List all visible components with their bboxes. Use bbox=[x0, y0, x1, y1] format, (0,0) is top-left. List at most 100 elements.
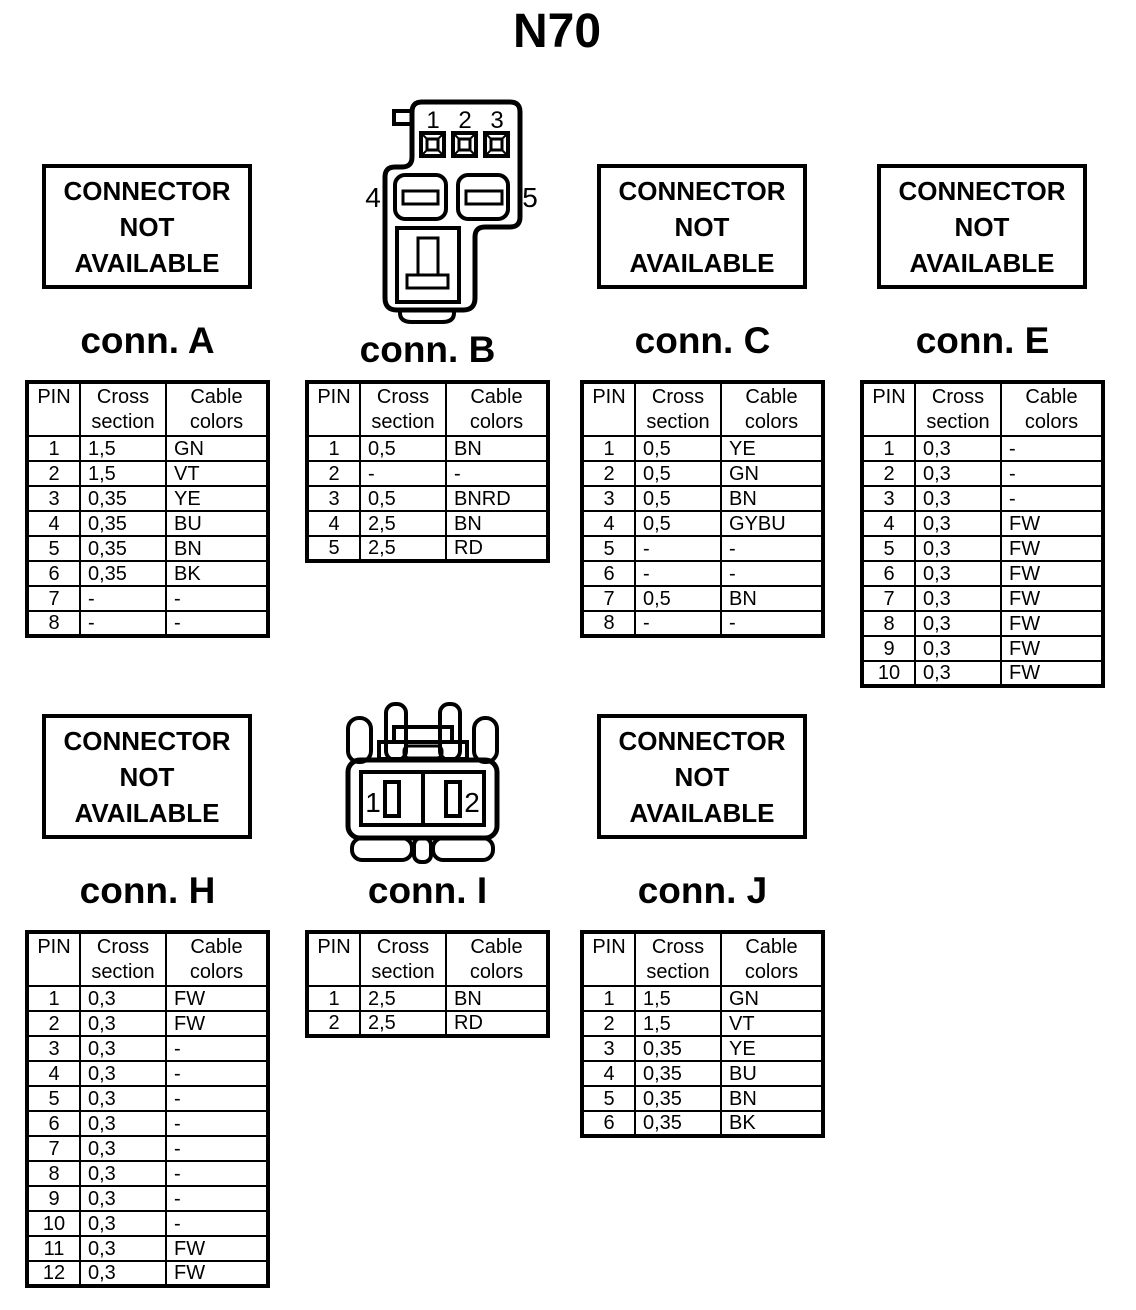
cross-section-cell: 0,35 bbox=[79, 510, 167, 537]
pin-cell: 1 bbox=[306, 435, 361, 462]
pin-cell: 8 bbox=[26, 610, 81, 637]
cross-section-cell: 0,3 bbox=[79, 1185, 167, 1212]
cable-color-cell: - bbox=[1000, 435, 1104, 462]
cross-section-cell: 1,5 bbox=[79, 460, 167, 487]
na-line-1: CONNECTOR bbox=[898, 175, 1066, 206]
cable-color-cell: FW bbox=[1000, 510, 1104, 537]
cross-section-cell: 0,3 bbox=[79, 1160, 167, 1187]
cable-color-cell: VT bbox=[165, 460, 269, 487]
pin-cell: 5 bbox=[581, 535, 636, 562]
pin-cell: 7 bbox=[861, 585, 916, 612]
cable-color-cell: - bbox=[165, 1035, 269, 1062]
cross-section-cell: 0,3 bbox=[914, 460, 1002, 487]
connector-i-diagram: 1 2 bbox=[345, 702, 500, 864]
cross-section-cell: 0,35 bbox=[79, 560, 167, 587]
pin-cell: 4 bbox=[26, 1060, 81, 1087]
cable-color-cell: YE bbox=[720, 1035, 824, 1062]
cross-section-cell: - bbox=[634, 535, 722, 562]
pin-row: 8-- bbox=[581, 610, 824, 637]
cable-color-cell: FW bbox=[1000, 635, 1104, 662]
cross-section-cell: 1,5 bbox=[634, 1010, 722, 1037]
cable-color-cell: FW bbox=[1000, 660, 1104, 687]
cable-color-cell: - bbox=[165, 1060, 269, 1087]
pin-cell: 1 bbox=[26, 435, 81, 462]
cross-section-cell: 0,5 bbox=[359, 435, 447, 462]
cross-section-cell: 0,3 bbox=[914, 585, 1002, 612]
not-available-box: CONNECTOR NOT AVAILABLE bbox=[42, 164, 252, 289]
cable-color-cell: - bbox=[165, 1085, 269, 1112]
na-line-1: CONNECTOR bbox=[618, 725, 786, 756]
cross-section-cell: 0,35 bbox=[634, 1110, 722, 1137]
na-line-2: NOT bbox=[119, 761, 175, 792]
cable-color-cell: - bbox=[165, 1210, 269, 1237]
cable-color-cell: FW bbox=[165, 1235, 269, 1262]
cross-section-cell: 0,3 bbox=[79, 1260, 167, 1287]
pin-cell: 1 bbox=[581, 985, 636, 1012]
pin-cell: 5 bbox=[26, 1085, 81, 1112]
na-line-2: NOT bbox=[119, 211, 175, 242]
pin-2-cavity bbox=[451, 131, 478, 158]
cross-section-cell: 0,5 bbox=[359, 485, 447, 512]
cable-color-cell: FW bbox=[165, 1010, 269, 1037]
na-line-2: NOT bbox=[674, 761, 730, 792]
cable-color-cell: - bbox=[1000, 485, 1104, 512]
na-line-2: NOT bbox=[674, 211, 730, 242]
not-available-box: CONNECTOR NOT AVAILABLE bbox=[877, 164, 1087, 289]
cross-section-cell: 0,3 bbox=[79, 1060, 167, 1087]
header-pin: PIN bbox=[26, 931, 81, 987]
pin-cell: 8 bbox=[581, 610, 636, 637]
pin-cell: 11 bbox=[26, 1235, 81, 1262]
cross-section-cell: 0,3 bbox=[914, 560, 1002, 587]
cable-color-cell: BK bbox=[165, 560, 269, 587]
pin-cell: 6 bbox=[26, 1110, 81, 1137]
pin-cell: 6 bbox=[861, 560, 916, 587]
pin-cell: 6 bbox=[26, 560, 81, 587]
cross-section-cell: 0,3 bbox=[914, 660, 1002, 687]
cross-section-cell: - bbox=[359, 460, 447, 487]
cross-section-cell: 0,3 bbox=[79, 985, 167, 1012]
connector-b-diagram: 1 2 3 4 5 bbox=[365, 99, 538, 324]
connector-b-bottom-tab bbox=[398, 311, 456, 324]
cable-color-cell: FW bbox=[165, 985, 269, 1012]
pin-cell: 8 bbox=[26, 1160, 81, 1187]
connector-label-b: conn. B bbox=[359, 329, 496, 370]
pin-cell: 3 bbox=[581, 485, 636, 512]
na-line-3: AVAILABLE bbox=[909, 247, 1055, 278]
cable-color-cell: RD bbox=[445, 1010, 549, 1037]
cable-color-cell: - bbox=[1000, 460, 1104, 487]
cavity-frame bbox=[359, 770, 486, 827]
pin-3-cavity bbox=[483, 131, 510, 158]
pin-cell: 2 bbox=[26, 460, 81, 487]
pin-label-1: 1 bbox=[365, 787, 381, 818]
pin-cell: 3 bbox=[306, 485, 361, 512]
